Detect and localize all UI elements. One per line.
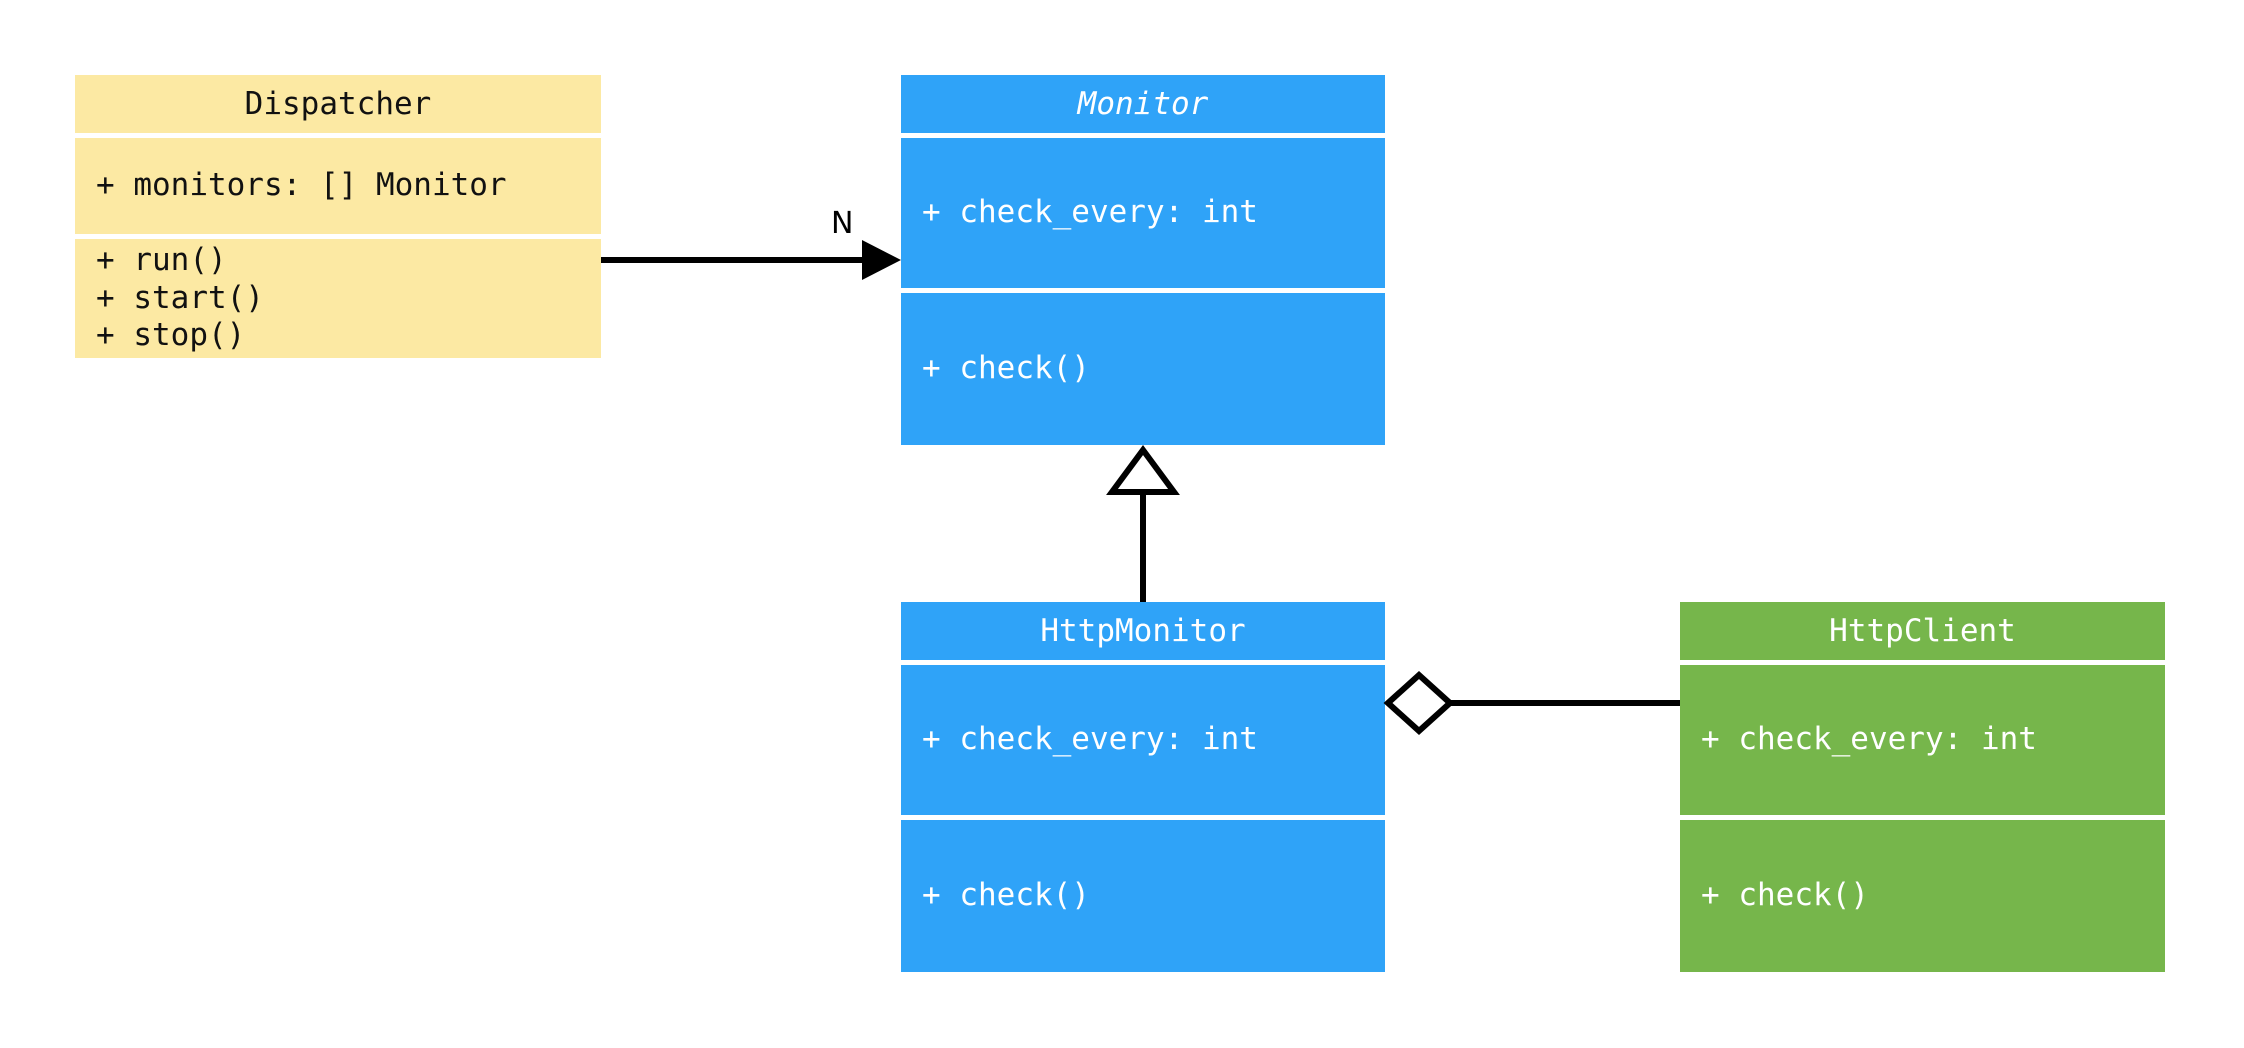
dispatcher-method-list: + run() + start() + stop(): [96, 241, 264, 354]
dispatcher-methods-compartment: + run() + start() + stop(): [75, 239, 601, 358]
class-box-dispatcher[interactable]: Dispatcher + monitors: [] Monitor + run(…: [75, 75, 601, 358]
httpclient-method-check: + check(): [1701, 877, 1869, 914]
relationship-association-dispatcher-monitor: [601, 240, 901, 280]
httpclient-class-name: HttpClient: [1829, 612, 2016, 649]
monitor-attributes-compartment: + check_every: int: [901, 138, 1385, 288]
monitor-attribute-check-every: + check_every: int: [922, 194, 1258, 231]
monitor-class-name: Monitor: [1077, 85, 1209, 122]
class-box-httpmonitor[interactable]: HttpMonitor + check_every: int + check(): [901, 602, 1385, 972]
httpmonitor-attribute-check-every: + check_every: int: [922, 721, 1258, 758]
dispatcher-attribute-monitors: + monitors: [] Monitor: [96, 167, 507, 204]
httpmonitor-title-compartment: HttpMonitor: [901, 602, 1385, 660]
association-arrowhead-icon: [862, 240, 901, 280]
httpclient-attributes-compartment: + check_every: int: [1680, 665, 2165, 815]
association-multiplicity-label: N: [831, 206, 854, 241]
monitor-title-compartment: Monitor: [901, 75, 1385, 133]
relationship-aggregation-httpmonitor-httpclient: [1383, 670, 1680, 736]
dispatcher-title-compartment: Dispatcher: [75, 75, 601, 133]
aggregation-hollow-diamond-icon: [1383, 670, 1455, 736]
dispatcher-attributes-compartment: + monitors: [] Monitor: [75, 138, 601, 234]
generalization-hollow-triangle-icon: [1106, 444, 1180, 495]
httpmonitor-class-name: HttpMonitor: [1040, 612, 1246, 649]
monitor-methods-compartment: + check(): [901, 293, 1385, 445]
httpclient-methods-compartment: + check(): [1680, 820, 2165, 972]
relationship-generalization-httpmonitor-monitor: [1106, 444, 1180, 602]
dispatcher-class-name: Dispatcher: [244, 85, 432, 122]
httpclient-attribute-check-every: + check_every: int: [1701, 721, 2037, 758]
class-box-monitor[interactable]: Monitor + check_every: int + check(): [901, 75, 1385, 445]
httpmonitor-method-check: + check(): [922, 877, 1090, 914]
httpclient-title-compartment: HttpClient: [1680, 602, 2165, 660]
httpmonitor-attributes-compartment: + check_every: int: [901, 665, 1385, 815]
monitor-method-check: + check(): [922, 350, 1090, 387]
httpmonitor-methods-compartment: + check(): [901, 820, 1385, 972]
class-box-httpclient[interactable]: HttpClient + check_every: int + check(): [1680, 602, 2165, 972]
